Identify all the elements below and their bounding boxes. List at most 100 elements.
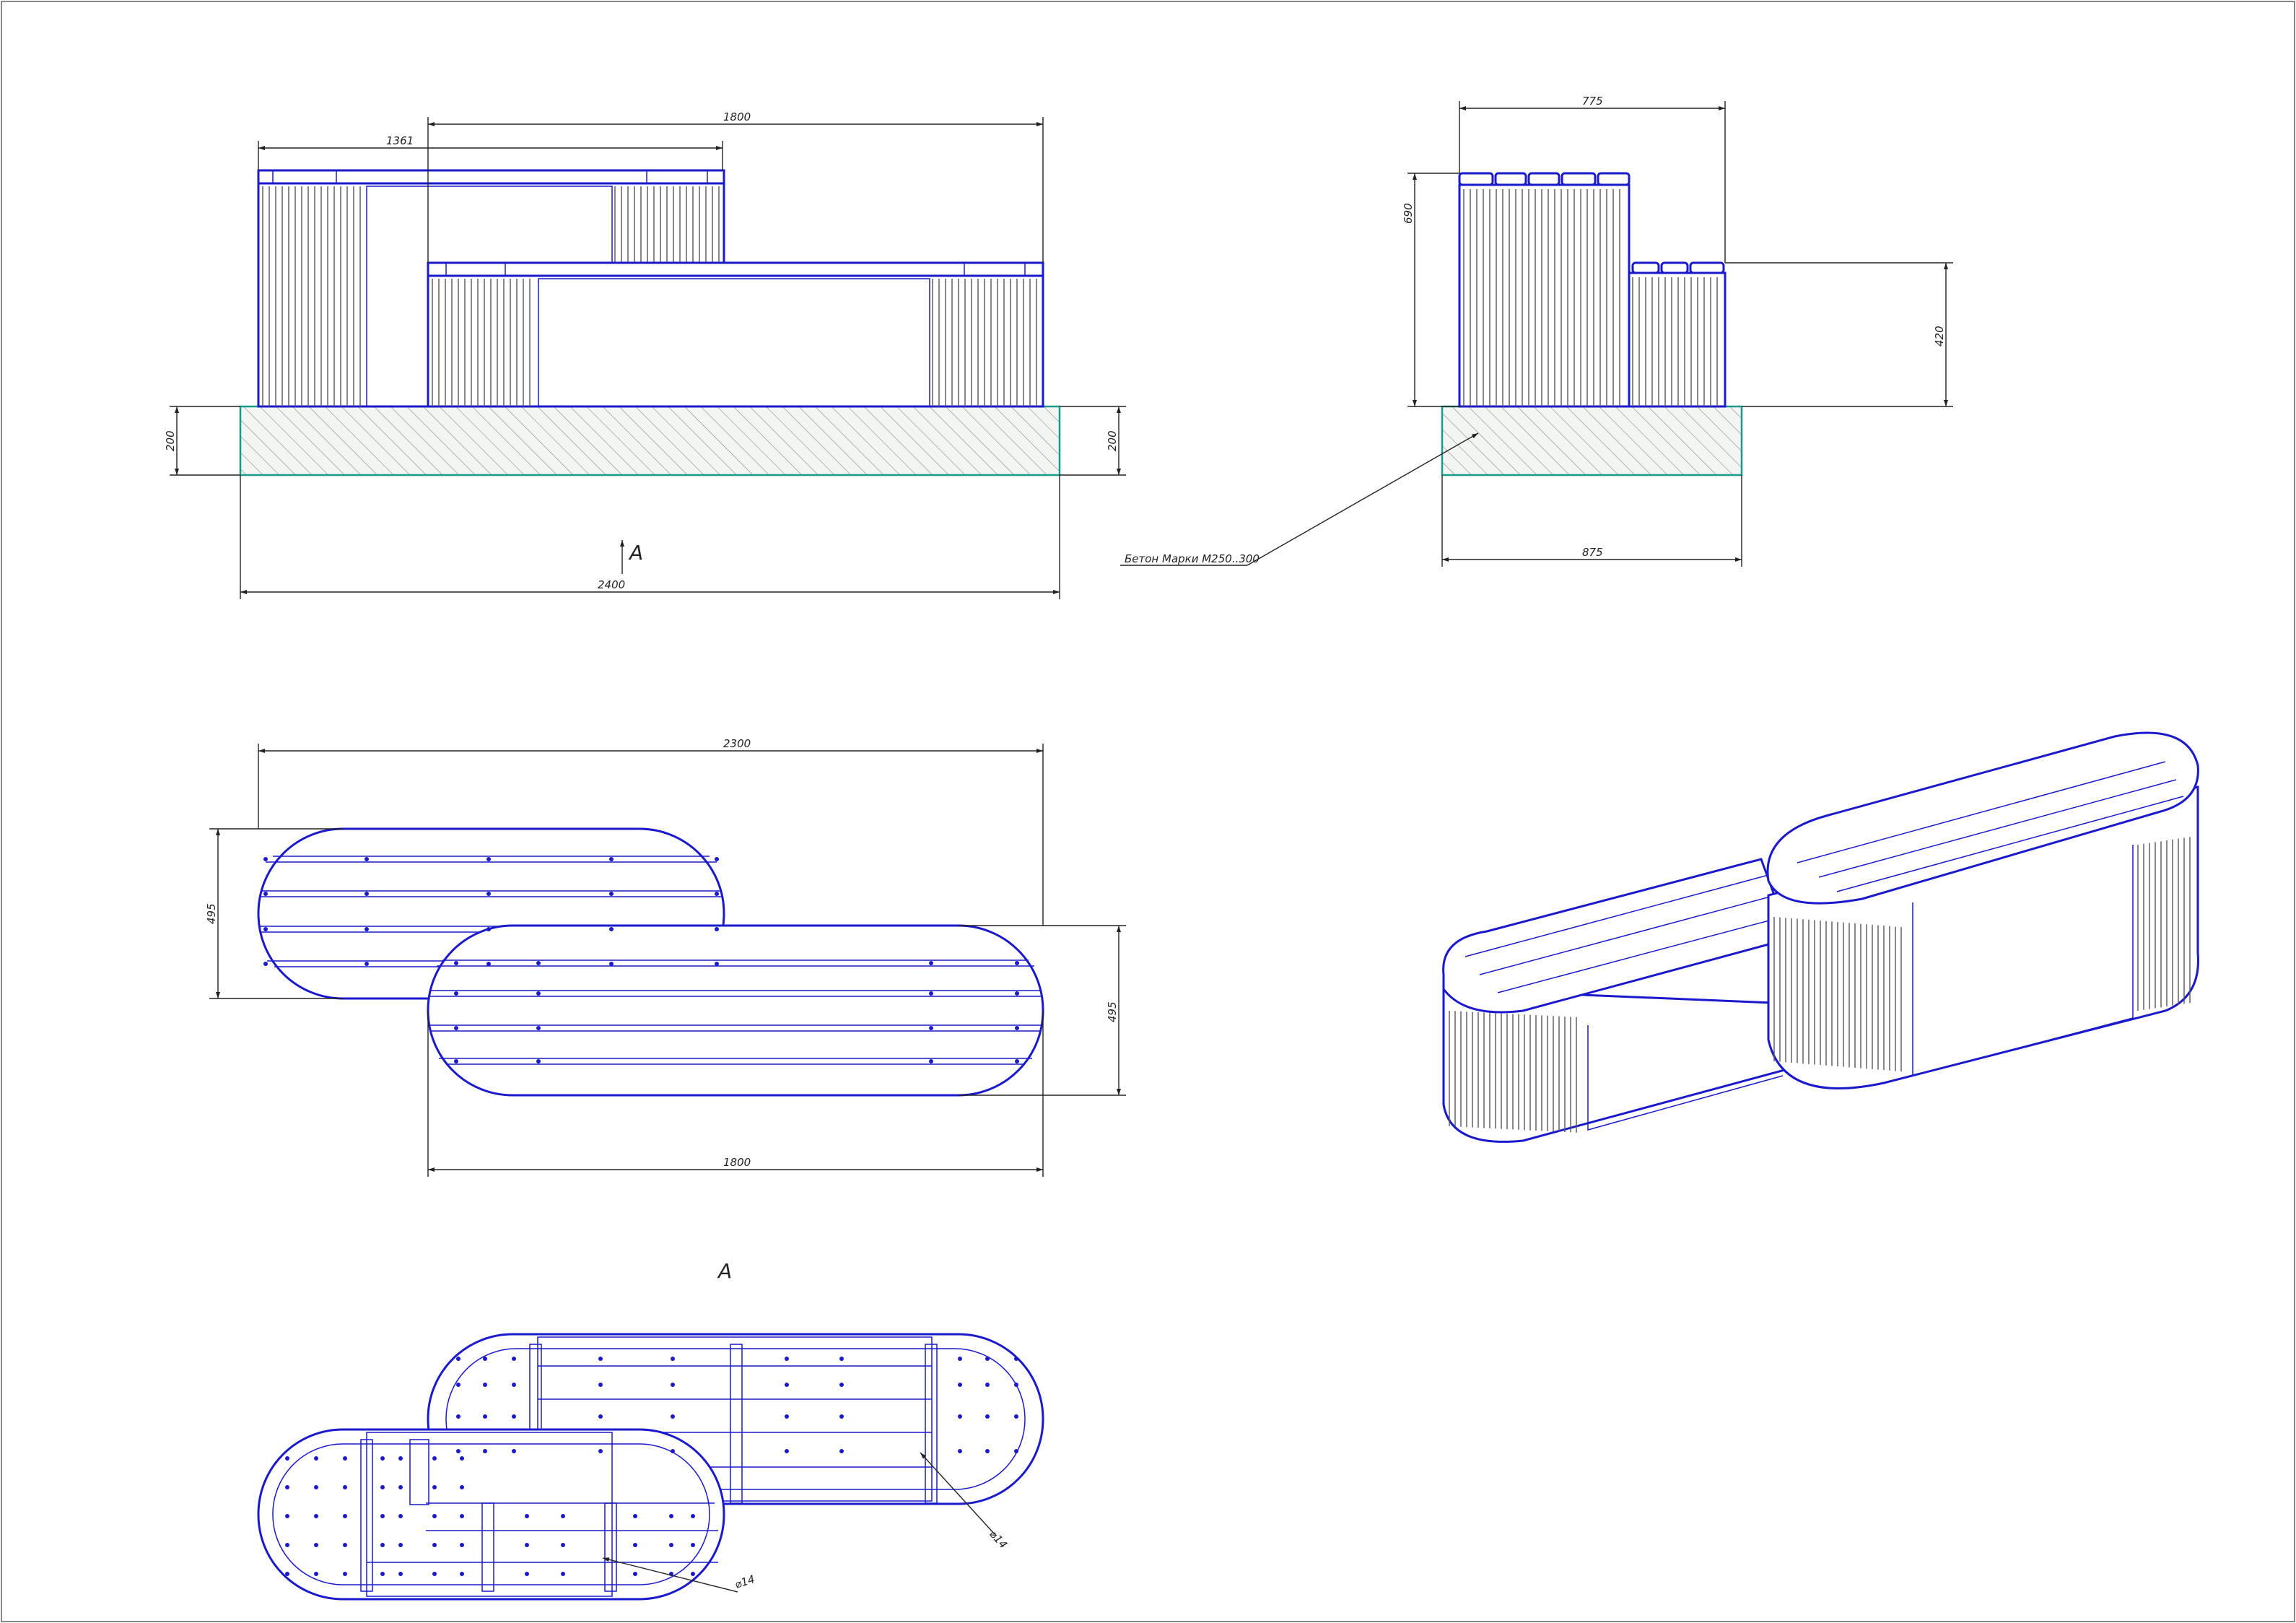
hole xyxy=(456,1414,460,1419)
hole xyxy=(380,1543,385,1547)
hole xyxy=(839,1449,844,1453)
hole xyxy=(598,1414,603,1419)
bolt xyxy=(365,962,369,966)
hole xyxy=(483,1414,487,1419)
hole xyxy=(432,1514,437,1518)
hole xyxy=(512,1449,516,1453)
hole xyxy=(512,1383,516,1387)
hole xyxy=(398,1485,403,1489)
bolt xyxy=(1015,991,1019,996)
bolt xyxy=(263,892,268,896)
dim-plan-overall-length: 2300 xyxy=(723,737,751,750)
hole xyxy=(958,1449,962,1453)
dim-top-bench-length: 1361 xyxy=(386,134,414,147)
hole xyxy=(561,1543,565,1547)
hole xyxy=(785,1414,789,1419)
hole xyxy=(1014,1357,1018,1361)
bottom-view-title: A xyxy=(717,1259,732,1283)
bottom-lower-grid xyxy=(360,1432,718,1597)
side-slats xyxy=(1458,172,1725,274)
hole xyxy=(839,1414,844,1419)
hole xyxy=(343,1543,347,1547)
hole xyxy=(598,1357,603,1361)
hole xyxy=(671,1357,675,1361)
hole xyxy=(691,1572,695,1576)
hole xyxy=(314,1514,318,1518)
dim-seat-height: 420 xyxy=(1933,326,1946,347)
hole xyxy=(285,1514,289,1518)
hole xyxy=(839,1357,844,1361)
bolt xyxy=(609,857,614,861)
hole xyxy=(314,1572,318,1576)
concrete-base-side xyxy=(1441,405,1743,477)
hole xyxy=(314,1485,318,1489)
bolt xyxy=(715,927,719,931)
dim-plan-lower-length: 1800 xyxy=(723,1156,751,1169)
dim-base-width: 875 xyxy=(1582,546,1603,559)
material-note: Бетон Марки М250..300 xyxy=(1125,552,1260,565)
hole xyxy=(525,1543,529,1547)
dim-base-height-right: 200 xyxy=(1106,430,1119,451)
hole xyxy=(380,1485,385,1489)
hole xyxy=(985,1449,990,1453)
bolt xyxy=(365,892,369,896)
fins-side-front xyxy=(1632,277,1718,406)
bolt xyxy=(454,961,458,965)
bottom-lower-ring xyxy=(257,1428,725,1601)
hole xyxy=(456,1357,460,1361)
bolt xyxy=(536,991,541,996)
bolt xyxy=(929,1026,933,1030)
hole xyxy=(985,1414,990,1419)
hole xyxy=(460,1485,464,1489)
plan-bolts xyxy=(263,857,1019,1063)
hole xyxy=(460,1572,464,1576)
bolt xyxy=(715,892,719,896)
bolt xyxy=(715,962,719,966)
bolt xyxy=(263,857,268,861)
hole xyxy=(512,1414,516,1419)
hole xyxy=(343,1485,347,1489)
hole xyxy=(285,1485,289,1489)
hole xyxy=(432,1572,437,1576)
bolt xyxy=(486,927,491,931)
hole xyxy=(380,1572,385,1576)
dim-upper-depth: 495 xyxy=(205,903,218,924)
hole xyxy=(483,1383,487,1387)
plan-view: 2300 495 495 1800 xyxy=(205,737,1126,1177)
hole xyxy=(285,1543,289,1547)
bolt xyxy=(486,857,491,861)
hole xyxy=(285,1456,289,1461)
hole xyxy=(1014,1414,1018,1419)
concrete-base-front xyxy=(239,405,1061,477)
fins-upper-left xyxy=(262,186,361,406)
hole xyxy=(285,1572,289,1576)
bolt xyxy=(536,961,541,965)
fins-side-back xyxy=(1463,189,1620,406)
bottom-holes xyxy=(285,1357,1018,1576)
view-marker-a: A xyxy=(628,541,643,565)
hole xyxy=(598,1383,603,1387)
bolt xyxy=(486,892,491,896)
dim-top-width: 775 xyxy=(1582,95,1603,108)
hole xyxy=(512,1357,516,1361)
bolt xyxy=(263,927,268,931)
plan-lower-slats xyxy=(429,960,1042,1065)
hole xyxy=(343,1572,347,1576)
bolt xyxy=(1015,961,1019,965)
bolt xyxy=(536,1059,541,1063)
hole xyxy=(398,1543,403,1547)
dim-lower-depth: 495 xyxy=(1106,1001,1119,1022)
isometric-view xyxy=(1442,731,2199,1143)
hole xyxy=(456,1449,460,1453)
hole xyxy=(460,1543,464,1547)
hole xyxy=(460,1514,464,1518)
hole xyxy=(785,1383,789,1387)
hole xyxy=(839,1383,844,1387)
hole-label-upper: ⌀14 xyxy=(987,1528,1010,1552)
hole xyxy=(343,1514,347,1518)
hole xyxy=(633,1543,637,1547)
hole xyxy=(460,1456,464,1461)
hole xyxy=(314,1543,318,1547)
hole xyxy=(958,1414,962,1419)
hole xyxy=(633,1514,637,1518)
